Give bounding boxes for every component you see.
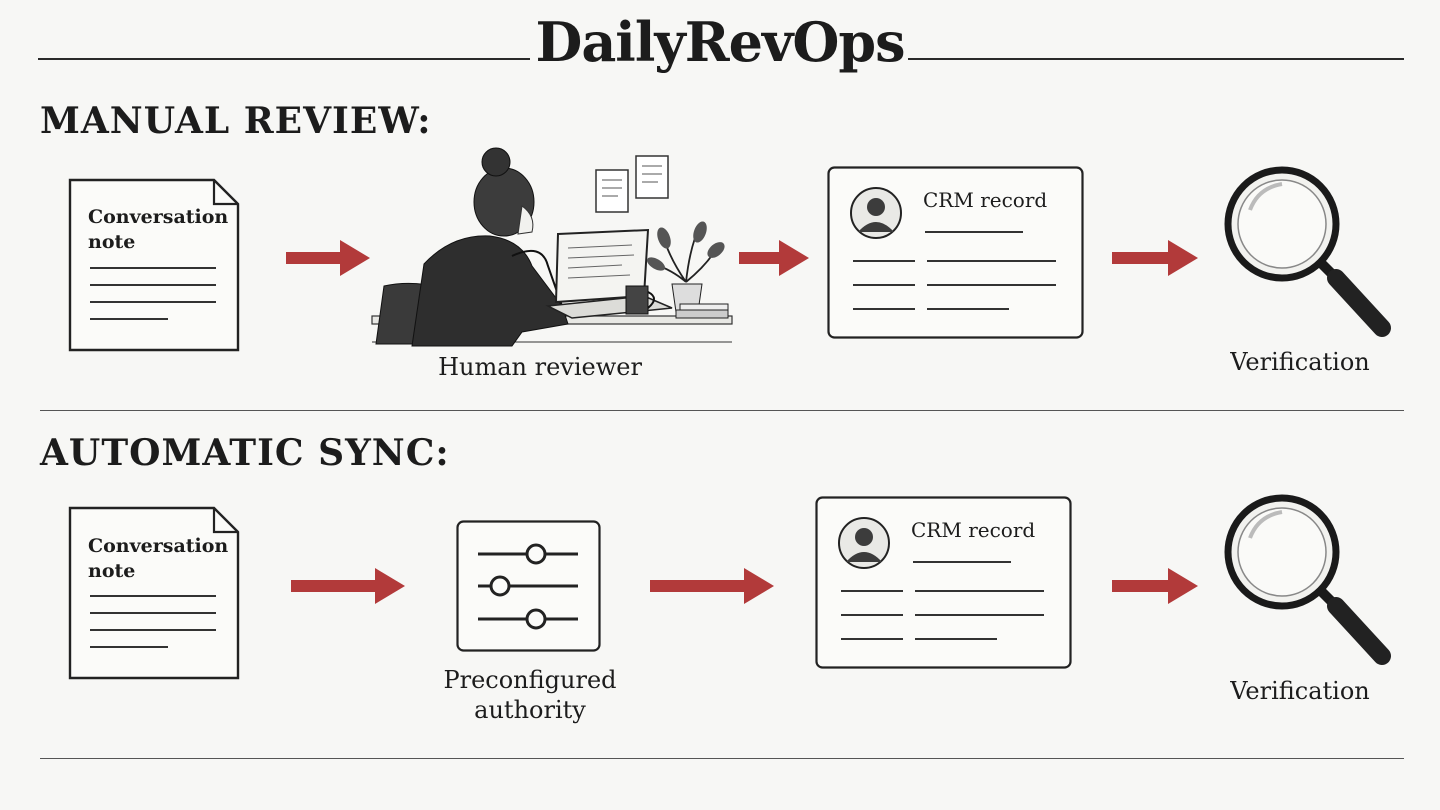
arrow-right-icon xyxy=(650,568,774,604)
crm-label-manual: CRM record xyxy=(923,188,1048,212)
header-rule-right xyxy=(908,58,1404,60)
document-label-manual: Conversation note xyxy=(88,206,229,253)
reviewer-label: Human reviewer xyxy=(438,353,642,381)
authority-label: Preconfigured authority xyxy=(443,666,617,724)
arrow-right-icon xyxy=(291,568,405,604)
document-label-auto: Conversation note xyxy=(88,535,229,582)
verification-label-auto: Verification xyxy=(1230,677,1370,705)
header-rule-left xyxy=(38,58,530,60)
crm-label-auto: CRM record xyxy=(911,518,1036,542)
arrow-right-icon xyxy=(1112,568,1198,604)
sliders-icon xyxy=(456,520,601,652)
reviewer-illustration xyxy=(371,147,733,347)
section-divider xyxy=(40,410,1404,411)
document-icon xyxy=(68,506,240,680)
bottom-divider xyxy=(40,758,1404,759)
arrow-right-icon xyxy=(286,240,370,276)
crm-card-icon xyxy=(827,166,1084,339)
arrow-right-icon xyxy=(1112,240,1198,276)
arrow-right-icon xyxy=(739,240,809,276)
brand-title: DailyRevOps xyxy=(535,10,905,74)
document-icon xyxy=(68,178,240,352)
crm-card-icon xyxy=(815,496,1072,669)
verification-label-manual: Verification xyxy=(1230,348,1370,376)
section-title-auto: AUTOMATIC SYNC: xyxy=(40,432,450,474)
magnifier-icon xyxy=(1224,166,1391,337)
section-title-manual: MANUAL REVIEW: xyxy=(40,100,432,142)
magnifier-icon xyxy=(1224,494,1391,665)
